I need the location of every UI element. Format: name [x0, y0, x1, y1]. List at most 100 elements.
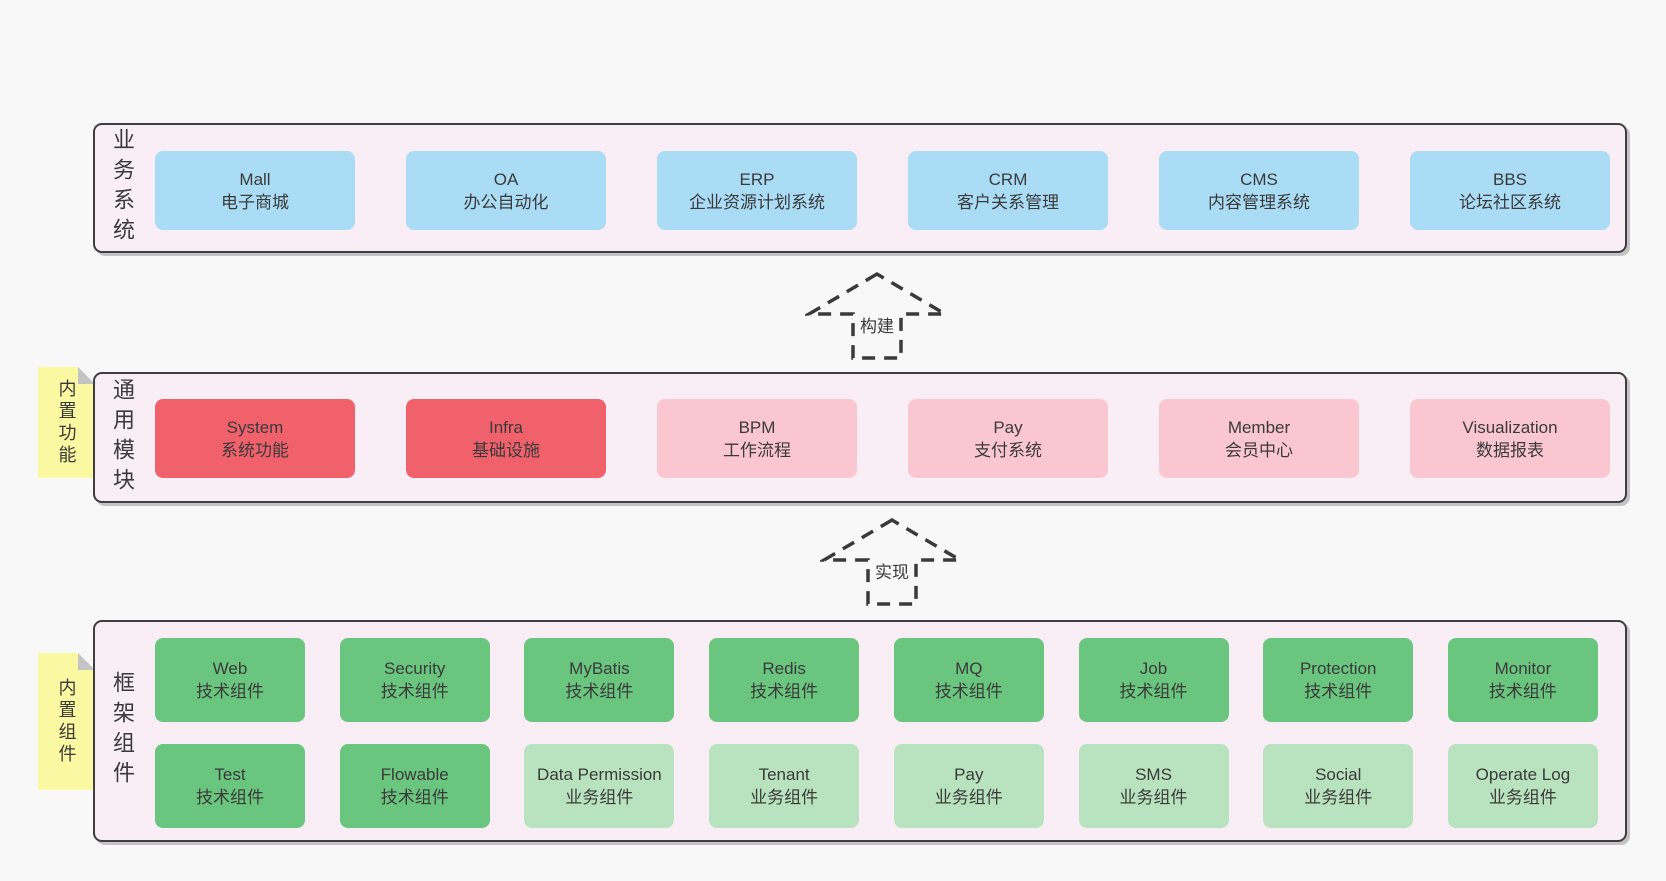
box-social-title: Social	[1315, 765, 1362, 784]
arrow-build-label: 构建	[856, 311, 898, 338]
box-job-subtitle: 技术组件	[1119, 682, 1188, 701]
box-pay-component: Pay 业务组件	[893, 744, 1044, 828]
box-pay-module: Pay 支付系统	[908, 399, 1108, 478]
box-redis-subtitle: 技术组件	[750, 682, 819, 701]
box-bpm-subtitle: 工作流程	[723, 440, 791, 460]
box-social: Social 业务组件	[1263, 744, 1414, 828]
box-mall-title: Mall	[239, 169, 271, 189]
box-test-subtitle: 技术组件	[196, 788, 264, 807]
box-tenant: Tenant 业务组件	[709, 744, 860, 828]
box-crm-subtitle: 客户关系管理	[957, 192, 1059, 212]
box-flowable: Flowable 技术组件	[339, 744, 490, 828]
layer-business-systems: 业务系统 Mall 电子商城 OA 办公自动化 ERP 企业资源计划系统 CRM…	[93, 123, 1627, 253]
framework-components-row-2: Test 技术组件 Flowable 技术组件 Data Permission …	[155, 744, 1598, 828]
layer-common-modules: 通用模块 System 系统功能 Infra 基础设施 BPM 工作流程 Pay…	[93, 372, 1627, 503]
box-test: Test 技术组件	[155, 744, 305, 828]
arrow-implement-label: 实现	[871, 557, 913, 584]
box-crm-title: CRM	[988, 169, 1028, 189]
box-mq: MQ 技术组件	[893, 638, 1044, 722]
note-built-in-features-label: 内置功能	[56, 378, 77, 467]
box-oa-title: OA	[493, 169, 519, 189]
box-security-title: Security	[383, 659, 446, 678]
box-web-subtitle: 技术组件	[196, 682, 264, 701]
arrow-build-outline	[805, 271, 949, 360]
box-visualization-subtitle: 数据报表	[1476, 440, 1544, 460]
layer-framework-components: 框架组件 Web 技术组件 Security 技术组件 MyBatis 技术组件…	[93, 620, 1627, 842]
arrow-implement	[820, 517, 964, 606]
box-job-title: Job	[1139, 659, 1168, 678]
box-tenant-subtitle: 业务组件	[750, 788, 819, 807]
box-pay-component-subtitle: 业务组件	[934, 788, 1003, 807]
box-redis: Redis 技术组件	[709, 638, 860, 722]
box-bpm-title: BPM	[738, 417, 776, 437]
box-erp-subtitle: 企业资源计划系统	[689, 192, 825, 212]
box-flowable-subtitle: 技术组件	[380, 788, 449, 807]
box-sms: SMS 业务组件	[1078, 744, 1229, 828]
box-bbs-title: BBS	[1492, 169, 1528, 189]
box-flowable-title: Flowable	[380, 765, 449, 784]
box-redis-title: Redis	[762, 659, 806, 678]
box-test-title: Test	[214, 765, 246, 784]
box-data-permission: Data Permission 业务组件	[524, 744, 675, 828]
box-monitor-title: Monitor	[1494, 659, 1552, 678]
box-protection-subtitle: 技术组件	[1304, 682, 1373, 701]
note-built-in-components-label: 内置组件	[56, 677, 77, 766]
box-erp: ERP 企业资源计划系统	[657, 151, 857, 230]
box-pay-module-title: Pay	[993, 417, 1023, 437]
box-cms-subtitle: 内容管理系统	[1208, 192, 1310, 212]
box-system: System 系统功能	[155, 399, 355, 478]
box-member-title: Member	[1227, 417, 1291, 437]
box-mq-title: MQ	[955, 659, 983, 678]
box-oa-subtitle: 办公自动化	[463, 192, 549, 212]
box-mybatis: MyBatis 技术组件	[524, 638, 675, 722]
layer-common-modules-label: 通用模块	[110, 377, 135, 498]
box-operate-log: Operate Log 业务组件	[1447, 744, 1598, 828]
box-erp-title: ERP	[739, 169, 775, 189]
box-infra: Infra 基础设施	[406, 399, 606, 478]
box-bbs: BBS 论坛社区系统	[1410, 151, 1610, 230]
layer-business-systems-label: 业务系统	[110, 128, 135, 248]
box-monitor-subtitle: 技术组件	[1488, 682, 1557, 701]
box-web: Web 技术组件	[155, 638, 305, 722]
box-social-subtitle: 业务组件	[1304, 788, 1373, 807]
box-infra-subtitle: 基础设施	[472, 440, 540, 460]
arrow-build	[805, 271, 949, 360]
box-monitor: Monitor 技术组件	[1447, 638, 1598, 722]
framework-components-row-1: Web 技术组件 Security 技术组件 MyBatis 技术组件 Redi…	[155, 638, 1598, 722]
layer-framework-components-label: 框架组件	[110, 671, 135, 791]
box-member: Member 会员中心	[1159, 399, 1359, 478]
box-visualization-title: Visualization	[1462, 417, 1558, 437]
box-protection-title: Protection	[1299, 659, 1377, 678]
box-mall: Mall 电子商城	[155, 151, 355, 230]
box-bbs-subtitle: 论坛社区系统	[1459, 192, 1561, 212]
box-infra-title: Infra	[488, 417, 524, 437]
box-mq-subtitle: 技术组件	[934, 682, 1003, 701]
box-bpm: BPM 工作流程	[657, 399, 857, 478]
box-system-subtitle: 系统功能	[221, 440, 289, 460]
box-member-subtitle: 会员中心	[1225, 440, 1293, 460]
box-oa: OA 办公自动化	[406, 151, 606, 230]
box-pay-module-subtitle: 支付系统	[974, 440, 1042, 460]
box-security-subtitle: 技术组件	[380, 682, 449, 701]
arrow-implement-outline	[820, 517, 964, 606]
box-system-title: System	[226, 417, 284, 437]
common-modules-row: System 系统功能 Infra 基础设施 BPM 工作流程 Pay 支付系统…	[155, 399, 1610, 478]
box-web-title: Web	[212, 659, 248, 678]
box-cms: CMS 内容管理系统	[1159, 151, 1359, 230]
box-sms-title: SMS	[1135, 765, 1172, 784]
box-tenant-title: Tenant	[758, 765, 810, 784]
box-operate-log-subtitle: 业务组件	[1488, 788, 1557, 807]
box-job: Job 技术组件	[1078, 638, 1229, 722]
box-security: Security 技术组件	[339, 638, 490, 722]
note-built-in-features: 内置功能	[38, 367, 95, 478]
note-built-in-components: 内置组件	[38, 653, 95, 790]
box-visualization: Visualization 数据报表	[1410, 399, 1610, 478]
box-operate-log-title: Operate Log	[1475, 765, 1571, 784]
box-mall-subtitle: 电子商城	[221, 192, 289, 212]
box-sms-subtitle: 业务组件	[1119, 788, 1188, 807]
box-cms-title: CMS	[1240, 169, 1278, 189]
box-pay-component-title: Pay	[954, 765, 984, 784]
box-data-permission-subtitle: 业务组件	[565, 788, 634, 807]
box-mybatis-subtitle: 技术组件	[565, 682, 634, 701]
